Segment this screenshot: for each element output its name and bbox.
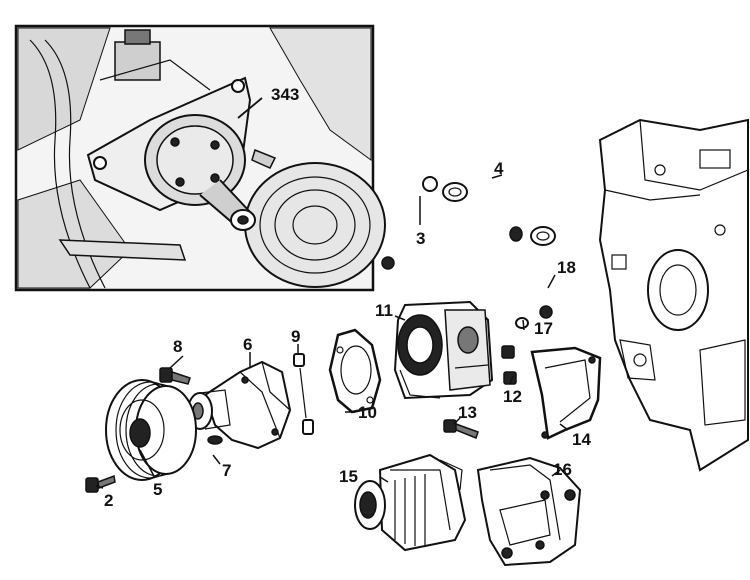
label-18: 18 [557,258,576,277]
bolt-8 [159,367,191,385]
inset-detail [14,24,386,292]
callout-labels: 343 2 3 4 5 6 7 8 9 10 11 12 13 14 15 16… [104,85,591,510]
label-8: 8 [173,337,182,356]
bolt-2 [85,474,116,493]
gasket-14 [530,346,602,440]
gasket-10 [328,328,382,414]
pipe-7 [204,435,223,513]
label-4: 4 [494,159,504,178]
label-15: 15 [339,467,358,486]
pipe-18 [497,287,571,319]
alternator-15 [354,453,467,552]
label-343: 343 [271,85,299,104]
label-9: 9 [291,327,300,346]
label-12: 12 [503,387,522,406]
label-7: 7 [222,461,231,480]
label-6: 6 [243,335,252,354]
o-ring-17 [515,317,529,329]
label-5: 5 [153,480,162,499]
label-3: 3 [416,229,425,248]
bolt-13 [443,419,479,439]
hose-4 [442,92,556,246]
label-2: 2 [104,491,113,510]
label-17: 17 [534,319,553,338]
label-10: 10 [358,403,377,422]
label-11: 11 [375,301,393,320]
water-pump-6 [187,360,292,450]
engine-block [598,118,749,472]
leader-lines [95,174,569,489]
thermostat-housing-11 [393,300,494,400]
bushing-9 [293,353,314,435]
label-14: 14 [572,430,591,449]
bracket-16 [476,456,582,567]
label-16: 16 [553,460,572,479]
pulley-5 [105,379,197,481]
plugs-12 [501,345,517,385]
label-13: 13 [458,403,477,422]
hose-3 [381,176,438,270]
